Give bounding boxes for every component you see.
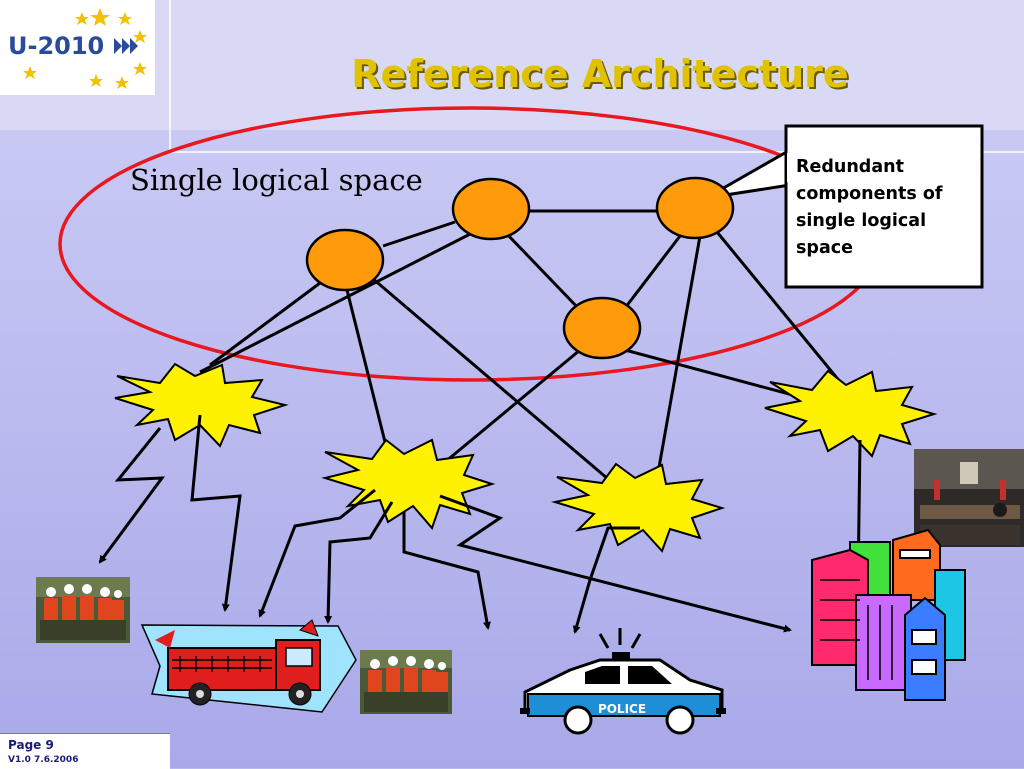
node-top-right [655, 176, 735, 240]
burst-lower-right [551, 462, 726, 553]
burst-group [114, 362, 938, 553]
logical-space-ellipse [58, 106, 882, 382]
version-label: V1.0 7.6.2006 [8, 755, 79, 765]
page-title: Reference Architecture [351, 52, 849, 96]
lightning-arrows [98, 414, 863, 634]
page-label: Page [8, 738, 42, 752]
node-top-left [451, 177, 531, 241]
city-buildings-clipart [811, 528, 966, 701]
logo-stars [23, 8, 147, 89]
government-room-photo [914, 449, 1024, 547]
page-indicator: Page 9 [8, 738, 54, 752]
footer-panel [0, 733, 170, 769]
police-car-clipart: POLICE [520, 628, 726, 735]
u2010-logo: U-2010 [0, 0, 155, 95]
node-left [305, 228, 385, 292]
callout-bubble [705, 124, 984, 289]
logo-graphic: U-2010 [8, 8, 147, 89]
logical-space-label: Single logical space [130, 163, 423, 197]
page-number: 9 [45, 738, 54, 752]
connection-lines [199, 209, 857, 504]
node-group [305, 176, 735, 360]
fire-truck-clipart [140, 619, 357, 713]
burst-middle [321, 438, 496, 530]
node-center [562, 296, 642, 360]
burst-left [114, 362, 289, 448]
burst-right [764, 369, 938, 458]
rescue-team-photo-middle [360, 650, 452, 714]
police-label: POLICE [598, 702, 646, 716]
callout-text: Redundant components of single logical s… [796, 157, 943, 258]
logo-text: U-2010 [8, 32, 104, 60]
rescue-team-photo-left [36, 577, 130, 643]
